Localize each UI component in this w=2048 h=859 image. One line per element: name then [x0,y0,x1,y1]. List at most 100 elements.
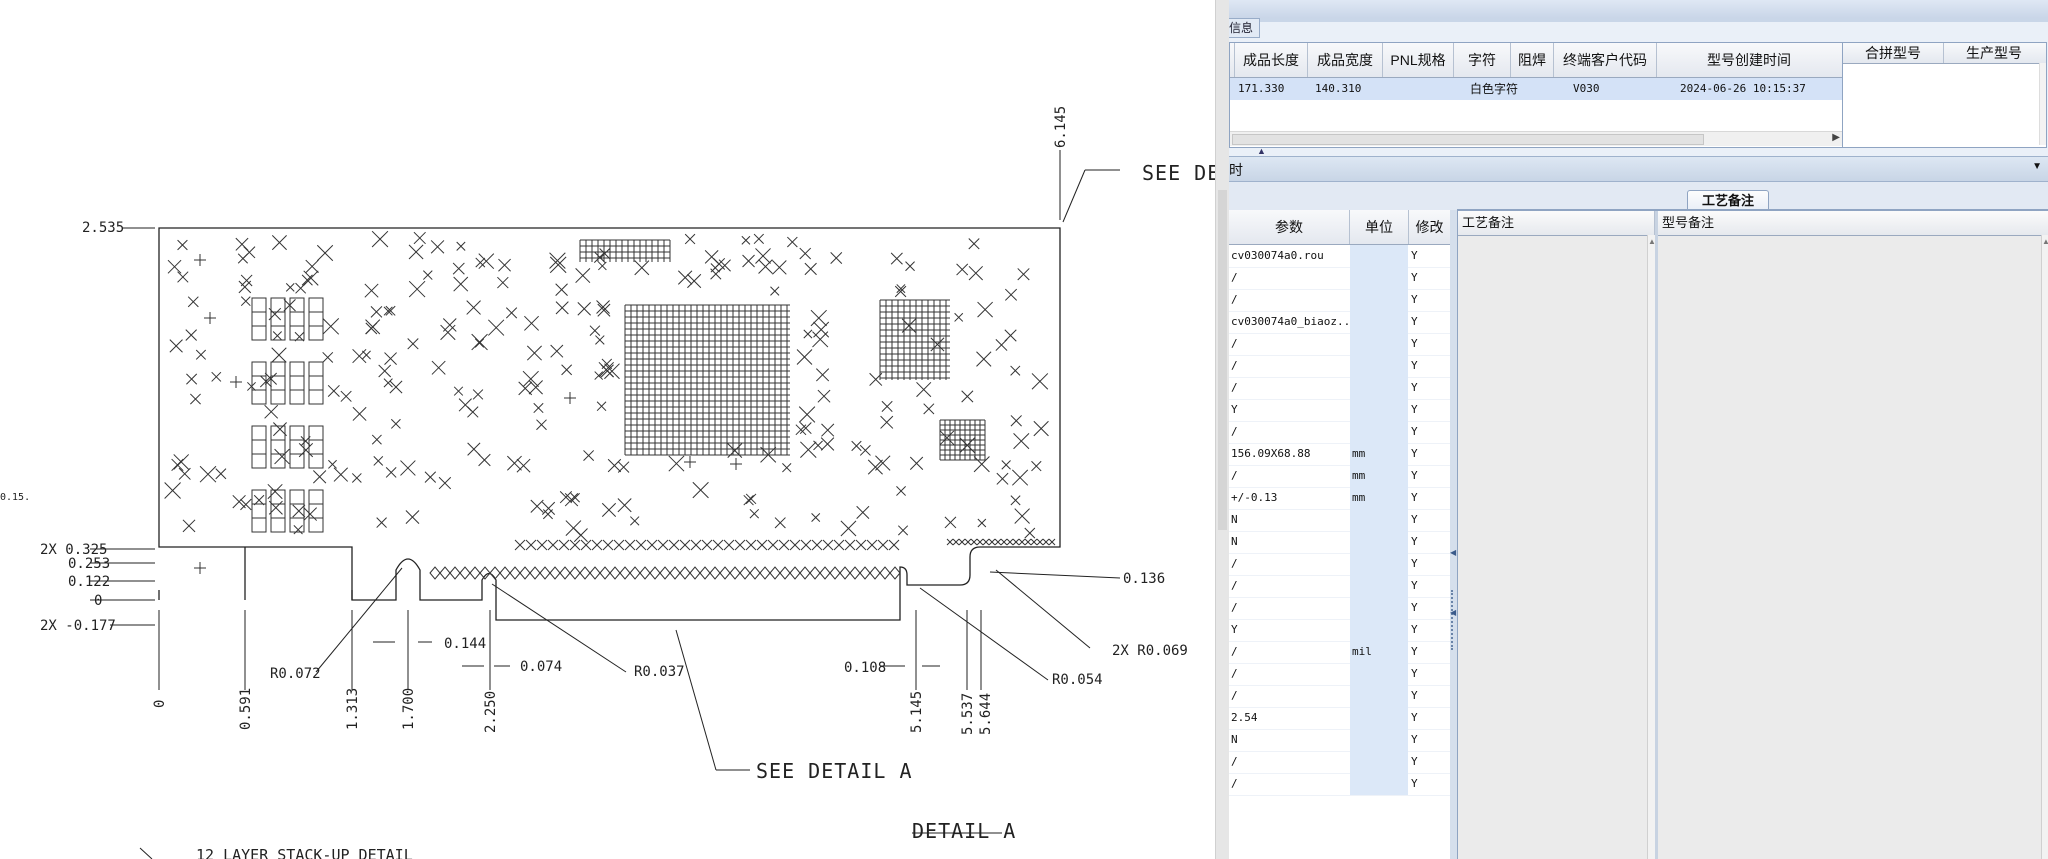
table-row[interactable]: /Y [1229,377,1450,400]
col-unit[interactable]: 单位 [1350,210,1409,244]
cell-modify: Y [1411,491,1418,504]
grid-header: 参数 单位 修改 [1229,210,1450,245]
table-row[interactable]: /Y [1229,355,1450,378]
cell-unit: mm [1350,443,1408,465]
dim-b-0591: 0.591 [238,688,254,730]
vertical-scrollbar[interactable] [2039,63,2046,145]
cell-unit: mm [1350,465,1408,487]
model-info-grid[interactable]: 成品长度 成品宽度 PNL规格 字符 阻焊 终端客户代码 型号创建时间 171.… [1229,42,1843,148]
splitter-grip[interactable] [1451,590,1457,650]
cell-unit [1350,333,1408,355]
table-row[interactable]: /Y [1229,773,1450,796]
cell-silkscreen: 白色字符 [1470,82,1519,96]
col-pnl-spec[interactable]: PNL规格 [1383,43,1454,77]
window-splitter[interactable] [1215,0,1230,859]
dim-0108: 0.108 [844,660,886,676]
cell-unit [1350,355,1408,377]
dim-b-2250: 2.250 [483,691,499,733]
cell-modify: Y [1411,711,1418,724]
dim-b-5145: 5.145 [909,691,925,733]
col-finished-width[interactable]: 成品宽度 [1308,43,1383,77]
group-title: 信息 [1229,18,1261,38]
table-row[interactable]: /Y [1229,663,1450,686]
see-detail-a: SEE DETAIL A [756,759,913,783]
col-silkscreen[interactable]: 字符 [1454,43,1511,77]
scroll-right-icon[interactable]: ▶ [1832,132,1840,143]
col-finished-length[interactable]: 成品长度 [1235,43,1308,77]
cell-unit [1350,685,1408,707]
radius-2x-r0069: 2X R0.069 [1112,643,1188,659]
cell-unit [1350,267,1408,289]
cell-param: Y [1231,623,1238,636]
scroll-up-icon[interactable]: ▲ [1648,237,1656,246]
cell-unit: mil [1350,641,1408,663]
process-notes-column[interactable]: 工艺备注 ▲ [1458,211,1658,859]
cell-modify: Y [1411,403,1418,416]
tab-process-notes[interactable]: 工艺备注 [1687,190,1770,211]
table-row[interactable]: /Y [1229,597,1450,620]
model-notes-column[interactable]: 型号备注 ▲ [1658,211,2048,859]
dim-2535: 2.535 [82,220,124,236]
cell-param: Y [1231,403,1238,416]
model-notes-header: 型号备注 [1658,211,2048,236]
table-row[interactable]: /Y [1229,267,1450,290]
vertical-scrollbar[interactable]: ▲ [1647,235,1656,859]
table-row[interactable]: /Y [1229,553,1450,576]
cell-modify: Y [1411,645,1418,658]
cell-unit [1350,729,1408,751]
table-row[interactable]: cv030074a0_biaoz...Y [1229,311,1450,334]
table-row[interactable]: 171.330 140.310 白色字符 V030 2024-06-26 10:… [1230,78,1842,100]
dim-b-0: 0 [152,700,168,708]
col-modify[interactable]: 修改 [1415,219,1444,235]
splitter-arrow-icon[interactable]: ◀ [1450,548,1457,557]
scroll-thumb[interactable] [1232,134,1704,145]
radius-r0054: R0.054 [1052,672,1103,688]
table-row[interactable]: /Y [1229,289,1450,312]
col-solder-mask[interactable]: 阻焊 [1511,43,1554,77]
horizontal-scrollbar[interactable]: ▶ [1230,131,1842,146]
grid-header: 成品长度 成品宽度 PNL规格 字符 阻焊 终端客户代码 型号创建时间 [1230,43,1842,78]
splitter-arrow-icon[interactable]: ◀ [1450,608,1457,617]
col-created-time[interactable]: 型号创建时间 [1707,52,1791,68]
cell-param: 156.09X68.88 [1231,447,1311,460]
cell-param: / [1231,777,1238,790]
table-row[interactable]: /Y [1229,751,1450,774]
collapse-up-icon[interactable]: ▲ [1257,146,1266,156]
cell-modify: Y [1411,315,1418,328]
erp-panel: 信息 成品长度 成品宽度 PNL规格 字符 阻焊 终端客户代码 型号创建时间 1… [1229,0,2048,859]
table-row[interactable]: /Y [1229,685,1450,708]
table-row[interactable]: /Y [1229,421,1450,444]
merge-model-grid[interactable]: 合拼型号 生产型号 [1842,42,2047,148]
table-row[interactable]: /Y [1229,333,1450,356]
cell-param: / [1231,645,1238,658]
vertical-scrollbar[interactable]: ▲ [2041,235,2048,859]
col-production-model[interactable]: 生产型号 [1966,45,2022,61]
scroll-up-icon[interactable]: ▲ [2042,237,2048,246]
col-merge-model[interactable]: 合拼型号 [1843,43,1944,63]
cad-drawing-view[interactable]: 2.535 2X 0.325 0.253 0.122 0 2X -0.177 0… [0,0,1215,859]
splitter-thumb[interactable] [1218,190,1227,530]
cell-param: / [1231,667,1238,680]
dropdown-arrow-icon[interactable]: ▼ [2032,161,2042,172]
table-row[interactable]: /Y [1229,575,1450,598]
board-outline [158,227,1061,621]
cell-param: / [1231,601,1238,614]
col-param[interactable]: 参数 [1229,210,1350,244]
cell-modify: Y [1411,293,1418,306]
cell-param: / [1231,271,1238,284]
col-customer-code[interactable]: 终端客户代码 [1554,43,1657,77]
section-label: 时 [1229,162,1243,178]
dimension-lines [90,150,1121,859]
